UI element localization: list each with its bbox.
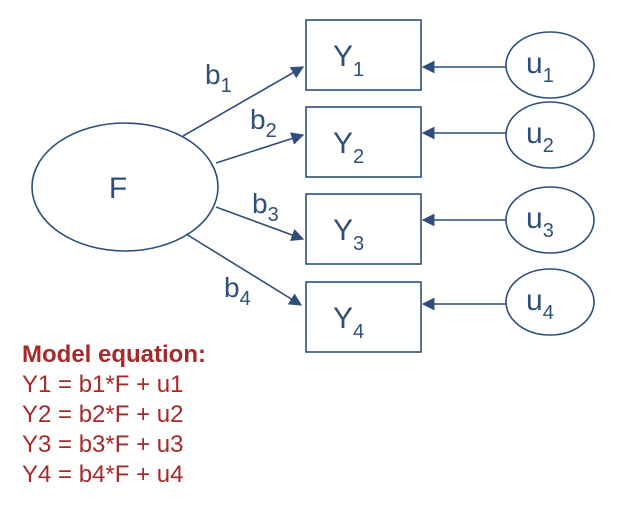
indicator-label-1: Y1 [333, 40, 364, 81]
loading-arrow-1 [182, 66, 305, 137]
indicator-box-2 [305, 106, 422, 178]
equation-line-4: Y4 = b4*F + u4 [22, 461, 184, 488]
loading-arrow-2 [215, 132, 305, 164]
indicator-label-3: Y3 [333, 214, 364, 255]
loading-label-4: b4 [224, 272, 251, 310]
equation-line-3: Y3 = b3*F + u3 [22, 431, 184, 458]
equation-line-2: Y2 = b2*F + u2 [22, 401, 184, 428]
indicator-label-2: Y2 [333, 127, 364, 168]
error-node-3 [505, 186, 595, 254]
loading-label-1: b1 [205, 59, 232, 97]
equations-heading: Model equation: [22, 341, 206, 368]
loading-label-2: b2 [250, 104, 277, 142]
indicator-label-4: Y4 [333, 302, 364, 343]
error-label-3: u3 [526, 202, 554, 242]
loading-label-3: b3 [252, 188, 279, 226]
loading-arrow-3 [215, 206, 305, 242]
error-node-2 [505, 101, 595, 169]
error-label-2: u2 [526, 117, 554, 157]
indicator-box-1 [305, 19, 422, 91]
equation-line-1: Y1 = b1*F + u1 [22, 371, 184, 398]
error-label-1: u1 [526, 47, 554, 87]
indicator-box-3 [305, 193, 422, 265]
error-label-4: u4 [526, 284, 554, 324]
error-node-1 [505, 31, 595, 99]
error-node-4 [505, 268, 595, 336]
factor-node [31, 122, 219, 252]
factor-label: F [109, 172, 127, 205]
model-equations: Model equation: Y1 = b1*F + u1 Y2 = b2*F… [22, 340, 206, 490]
indicator-box-4 [305, 281, 422, 353]
loading-arrow-4 [185, 233, 303, 306]
